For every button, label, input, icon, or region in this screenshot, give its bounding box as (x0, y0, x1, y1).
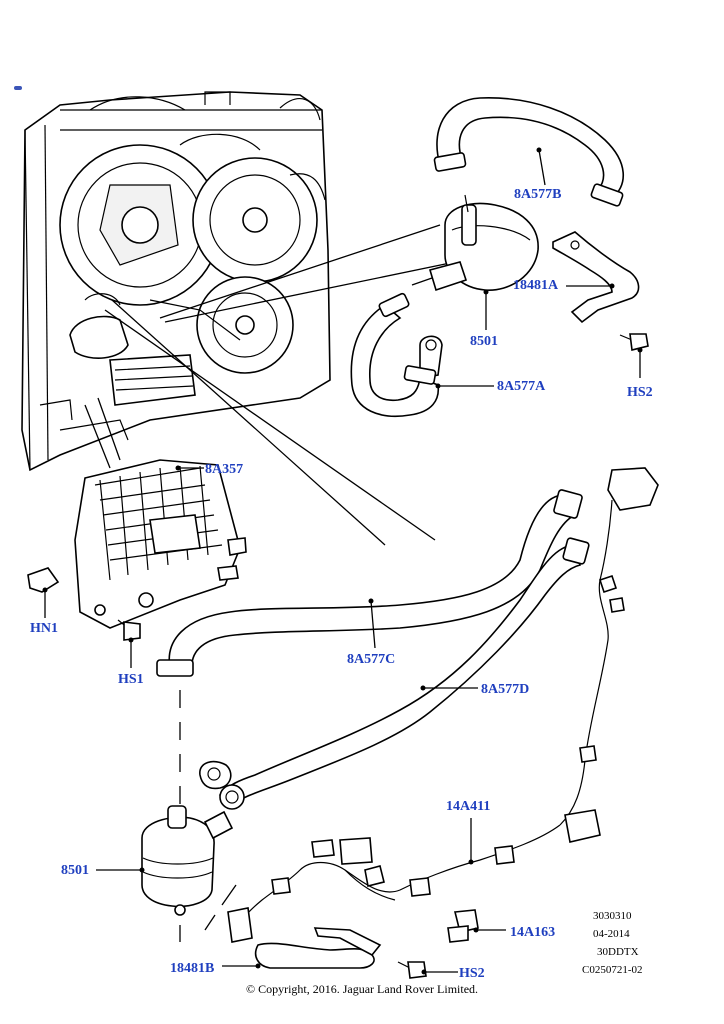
callout-8A577C: 8A577C (347, 652, 396, 667)
callout-HS1: HS1 (118, 672, 144, 687)
callout-HS2-top: HS2 (627, 385, 653, 400)
dashed-leader (179, 690, 237, 942)
ref-line-4: C0250721-02 (582, 964, 643, 976)
bracket-18481A (552, 231, 640, 324)
hose-8A577A (350, 292, 494, 417)
callout-14A411: 14A411 (446, 799, 491, 814)
pump-8501-bottom (96, 805, 234, 916)
callout-8A357: 8A357 (205, 462, 244, 477)
bracket-18481B (222, 927, 382, 969)
callout-8A577D: 8A577D (481, 682, 530, 697)
callout-8501-bottom: 8501 (61, 863, 89, 878)
bolt-HS1 (117, 619, 141, 668)
hose-8A577B (433, 97, 625, 207)
harness-14A411 (227, 467, 659, 943)
zoom-leaders (84, 224, 456, 546)
hose-8A577D (199, 537, 590, 810)
callout-HN1: HN1 (30, 621, 58, 636)
callout-18481B: 18481B (170, 961, 215, 976)
callout-8501-top: 8501 (470, 334, 498, 349)
callout-18481A: 18481A (513, 278, 559, 293)
callout-8A577B: 8A577B (514, 187, 562, 202)
ref-line-1: 3030310 (593, 910, 632, 922)
callout-HS2-bottom: HS2 (459, 966, 485, 981)
clip-HN1 (27, 567, 60, 618)
screw-HS2-top (619, 333, 649, 378)
screw-HS2-bottom (397, 961, 458, 979)
shield-8A357 (74, 459, 247, 629)
pump-8501-top (411, 194, 539, 330)
callout-14A163: 14A163 (510, 925, 556, 940)
sensor-14A163 (447, 909, 506, 943)
page-marker (14, 86, 22, 90)
callout-8A577A: 8A577A (497, 379, 546, 394)
radiator-assembly (21, 91, 331, 472)
ref-line-3: 30DDTX (597, 946, 639, 958)
copyright-notice: © Copyright, 2016. Jaguar Land Rover Lim… (245, 982, 479, 996)
ref-line-2: 04-2014 (593, 928, 630, 940)
hose-8A577C (156, 489, 583, 677)
